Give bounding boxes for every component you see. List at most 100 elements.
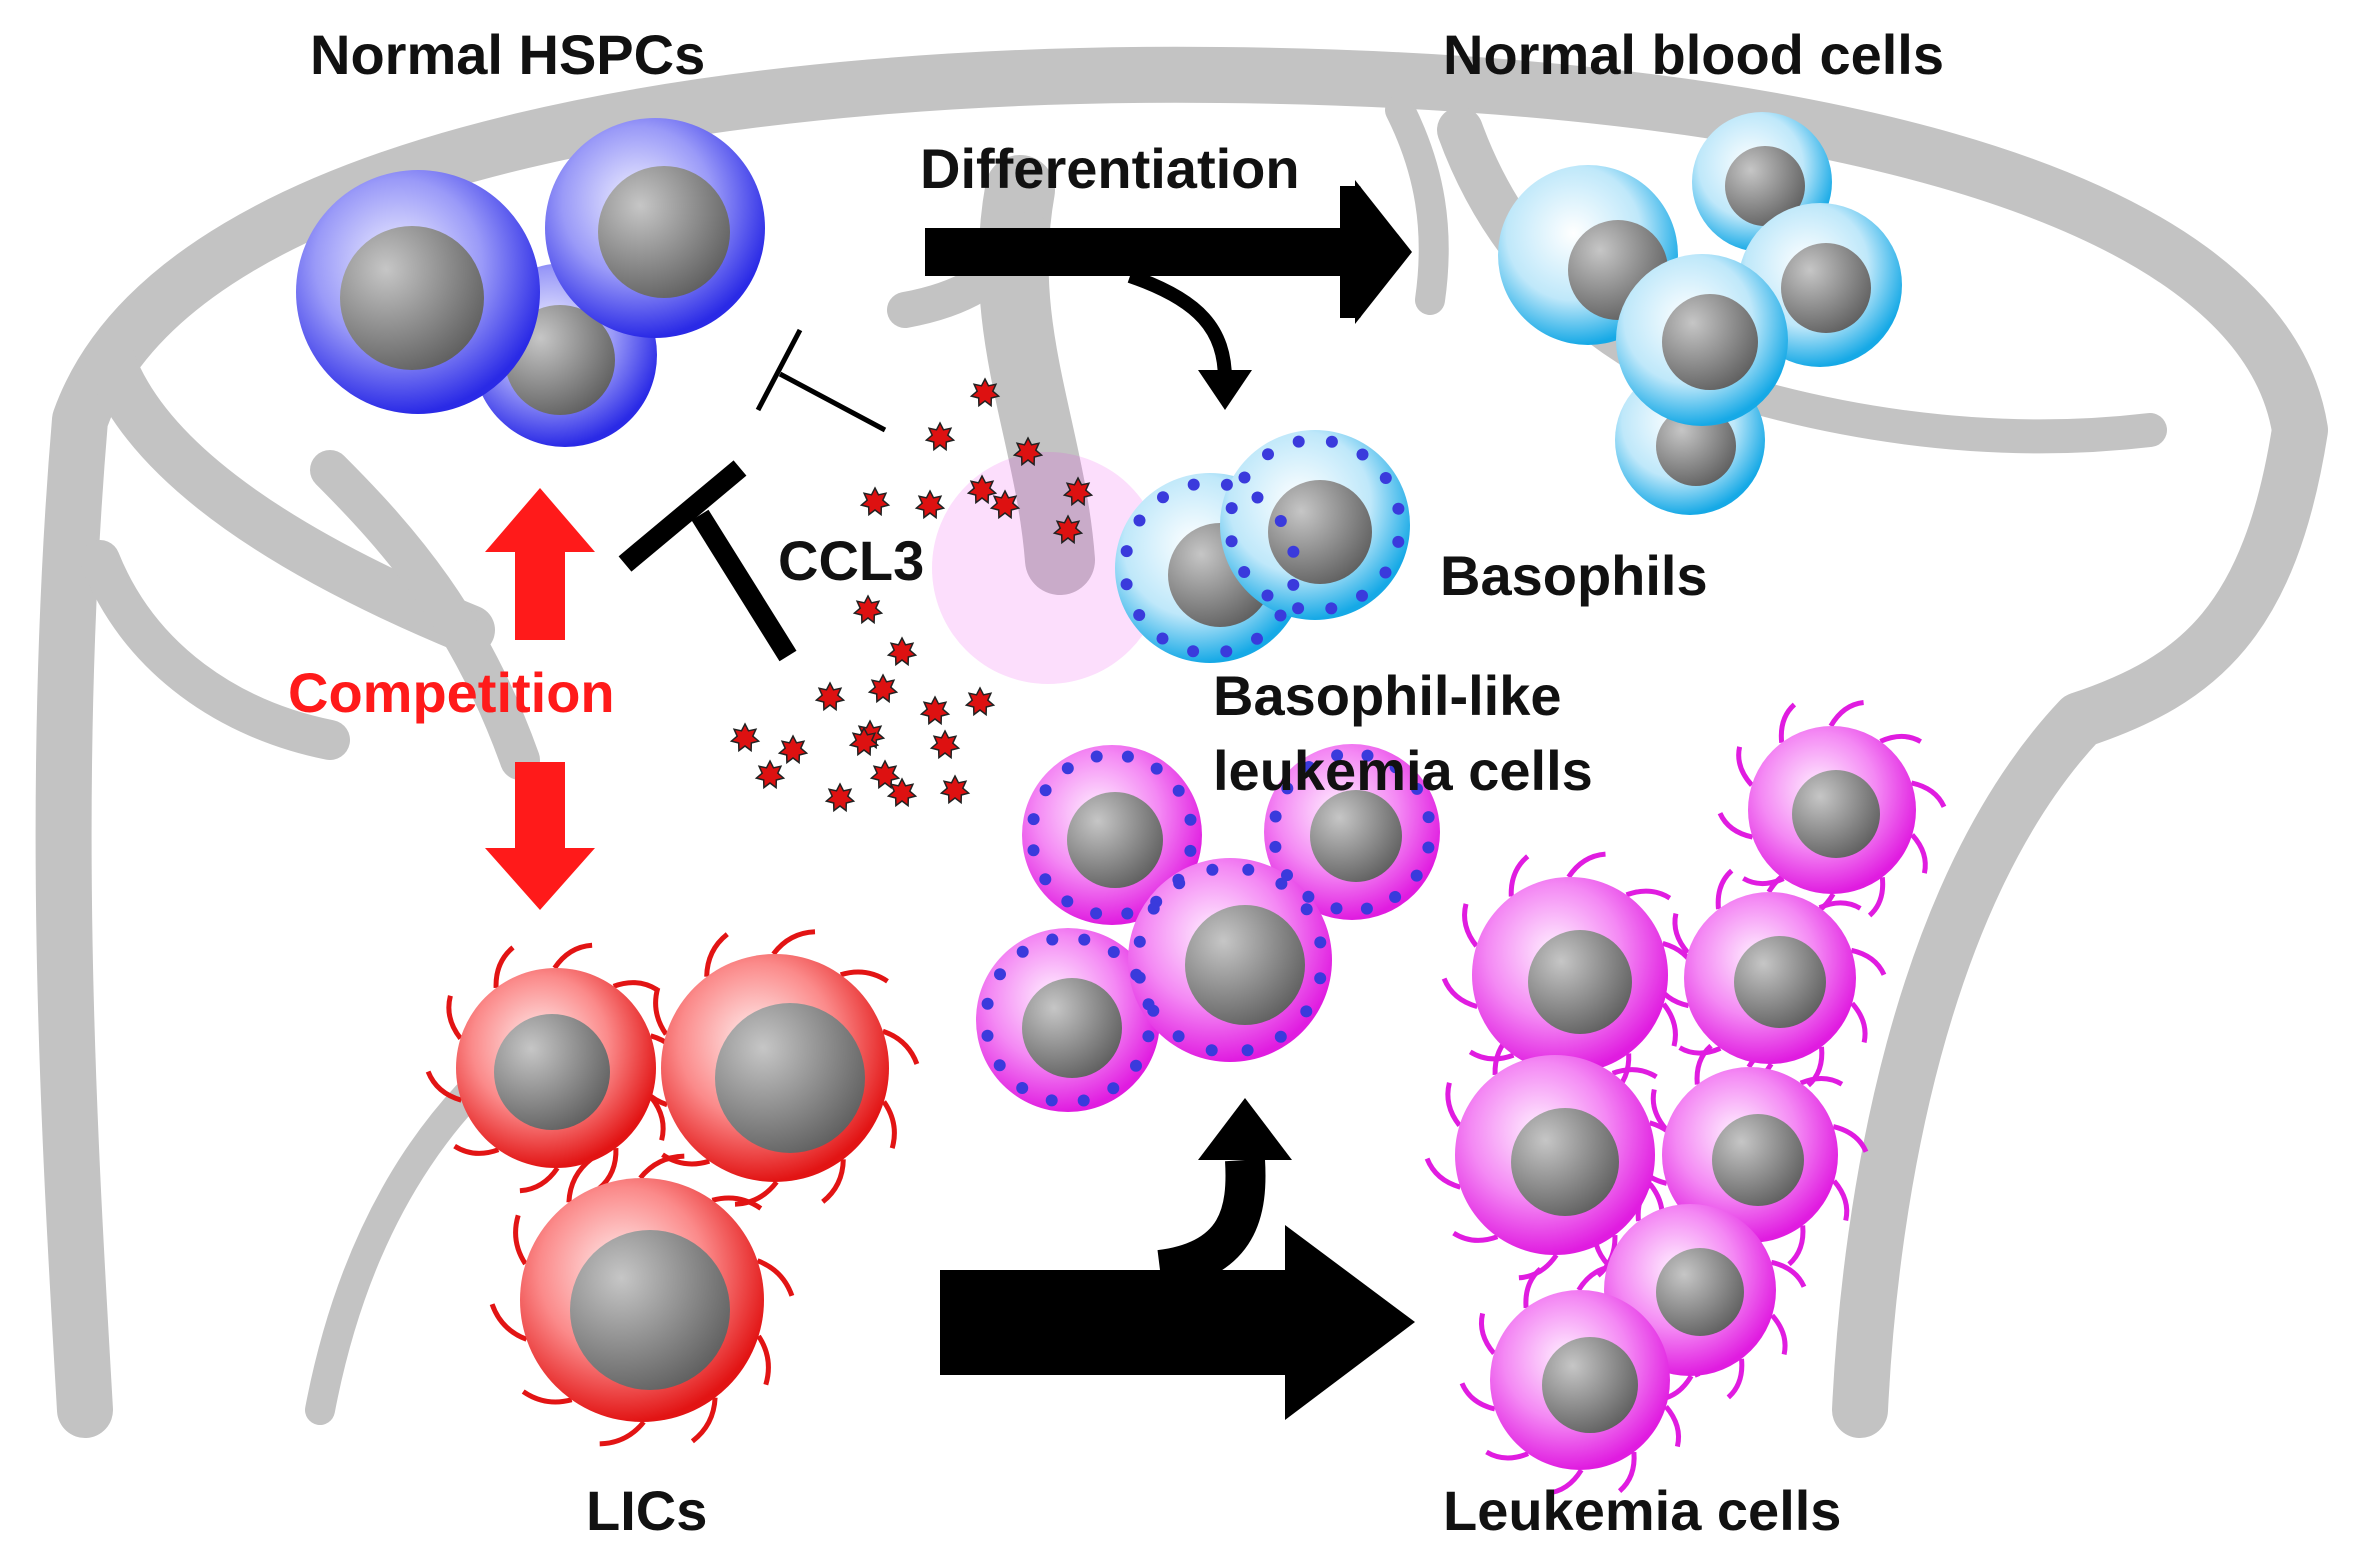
cell-spike — [1508, 854, 1530, 897]
granule — [1147, 902, 1160, 915]
granule — [1302, 890, 1315, 903]
cell-spike — [1424, 1157, 1462, 1190]
differentiation-arrow — [925, 180, 1412, 324]
normal-hspc-cells — [296, 118, 765, 447]
ccl3-star — [824, 782, 856, 813]
granule — [1325, 602, 1338, 615]
cell-spike — [1770, 1313, 1788, 1355]
granule — [1142, 1030, 1155, 1043]
cell-spike — [1678, 1045, 1722, 1056]
granule — [1330, 902, 1343, 915]
granule — [1120, 545, 1133, 558]
granule — [993, 1059, 1006, 1072]
cell-spike — [1770, 1259, 1807, 1288]
branch-arrow-to-basophil — [1127, 269, 1232, 381]
granule — [1269, 810, 1282, 823]
granule — [1274, 609, 1287, 622]
ccl3-star — [729, 722, 761, 753]
granule — [1078, 933, 1091, 946]
granule — [1262, 448, 1274, 461]
granule — [1300, 1005, 1313, 1018]
granule — [1269, 840, 1282, 853]
granule — [1392, 502, 1405, 515]
granule — [1156, 632, 1169, 645]
ccl3-star — [929, 729, 961, 760]
cell-spike — [1879, 733, 1922, 744]
cell-spike — [453, 1143, 500, 1156]
ccl3-star — [848, 726, 880, 757]
ccl3-star — [939, 774, 971, 805]
cell-spike — [519, 1166, 560, 1194]
ccl3-weak-inhibition — [755, 328, 887, 433]
granule — [981, 1029, 994, 1042]
granule — [1225, 535, 1238, 548]
cell-spike — [653, 987, 669, 1036]
cell-spike — [1452, 1230, 1499, 1243]
cell-spike — [1462, 903, 1479, 948]
cell-spike — [1546, 1468, 1584, 1496]
cell-spike — [1566, 851, 1606, 879]
label-competition: Competition — [288, 661, 615, 724]
granule — [1039, 784, 1052, 797]
granule — [1292, 602, 1305, 615]
cell-spike — [521, 1389, 573, 1405]
basophil-cells — [1498, 112, 1902, 515]
granule — [1361, 749, 1374, 762]
granule — [1302, 761, 1315, 773]
granule — [1314, 972, 1327, 985]
ccl3-star — [859, 486, 891, 517]
cell-spike — [1736, 746, 1754, 787]
ccl3-star — [1052, 514, 1084, 545]
basophil-like-leukemia-cells — [932, 430, 1440, 1112]
granule — [1133, 514, 1146, 527]
ccl3-star — [1012, 436, 1044, 467]
label-ccl3: CCL3 — [778, 529, 924, 592]
cell-spike — [734, 1180, 779, 1207]
spiky-cell-group — [932, 452, 1164, 684]
cell-spike — [1726, 1358, 1745, 1400]
cell-spike — [1468, 1049, 1515, 1062]
cell-spike — [1650, 1088, 1668, 1131]
cell-spike — [612, 980, 659, 993]
granule — [1422, 841, 1435, 854]
cell-spike — [1617, 1451, 1637, 1493]
cell-spike — [1441, 977, 1478, 1010]
ccl3-star — [989, 489, 1021, 520]
granule — [1090, 750, 1103, 763]
granule — [1172, 1030, 1185, 1043]
granule — [1281, 869, 1293, 882]
granule — [1314, 936, 1327, 949]
cell-spike — [1523, 1267, 1543, 1309]
cell-spike — [1778, 702, 1797, 743]
granule — [1241, 1044, 1254, 1057]
granule — [1107, 1082, 1120, 1095]
granule — [1287, 578, 1300, 591]
ccl3-star — [886, 636, 918, 667]
cell-spike — [513, 1214, 528, 1266]
ccl3-star — [754, 759, 786, 790]
granule — [1121, 750, 1134, 763]
cell-spike — [771, 929, 816, 956]
granule — [1173, 877, 1186, 890]
granule — [1410, 869, 1423, 882]
granule — [994, 968, 1006, 981]
granule — [1205, 1044, 1218, 1057]
granule — [1090, 907, 1103, 920]
granule — [1120, 578, 1133, 591]
cell-spike — [1459, 1382, 1496, 1412]
granule — [1251, 491, 1264, 504]
cell-spike — [1625, 888, 1672, 901]
granule — [1133, 971, 1146, 984]
cell-spike — [1828, 700, 1864, 728]
ccl3-strong-inhibition — [618, 460, 797, 662]
label-normal-blood-cells: Normal blood cells — [1443, 23, 1944, 86]
ccl3-star — [919, 695, 951, 726]
label-leukemia-cells: Leukemia cells — [1443, 1479, 1841, 1542]
label-normal-hspcs: Normal HSPCs — [310, 23, 705, 86]
granule — [1027, 813, 1040, 826]
label-basophils: Basophils — [1440, 544, 1708, 607]
leukemia-cells — [1424, 700, 1947, 1496]
ccl3-star — [964, 686, 996, 717]
ccl3-star — [924, 421, 956, 452]
granule — [1411, 782, 1423, 795]
